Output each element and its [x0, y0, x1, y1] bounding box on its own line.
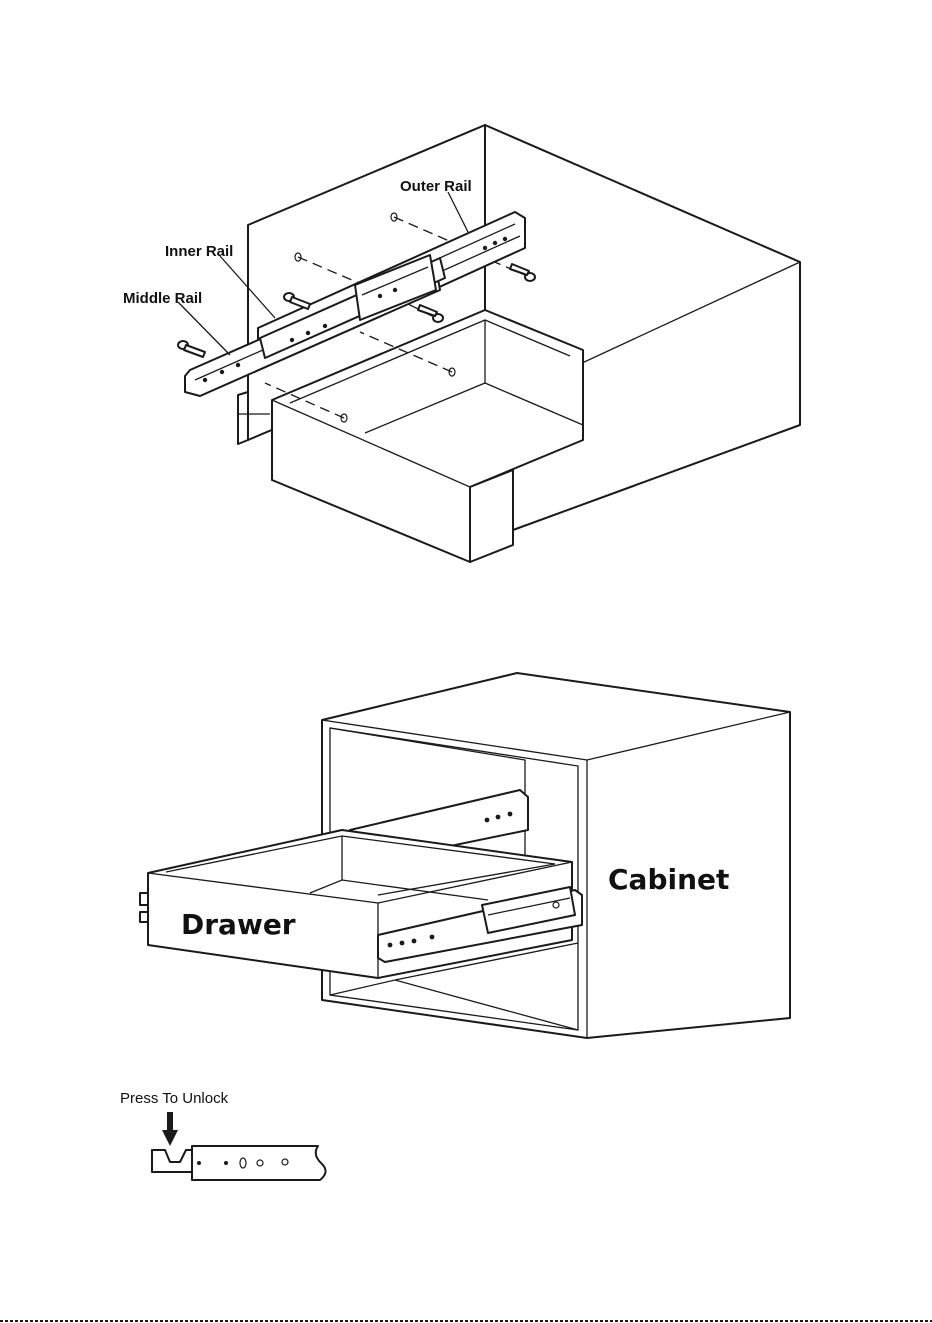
drawer-front-side — [470, 470, 513, 562]
screw-icon — [178, 341, 205, 357]
figure-press-to-unlock: Press To Unlock — [120, 1090, 326, 1180]
press-to-unlock-label: Press To Unlock — [120, 1090, 229, 1107]
cabinet-label: Cabinet — [608, 863, 729, 896]
arrow-down-icon — [162, 1112, 178, 1146]
figure-rail-installation: Outer Rail Inner Rail Middle Rail — [123, 125, 800, 562]
inner-rail-label: Inner Rail — [165, 243, 233, 260]
figure-drawer-cabinet: Drawer Cabinet — [140, 673, 790, 1038]
outer-rail-label: Outer Rail — [400, 178, 472, 195]
cabinet-right-wall — [485, 125, 800, 530]
cabinet-bottom — [238, 392, 248, 444]
drawer-label: Drawer — [181, 908, 296, 941]
unlock-lever — [152, 1150, 192, 1172]
middle-rail-label: Middle Rail — [123, 290, 202, 307]
